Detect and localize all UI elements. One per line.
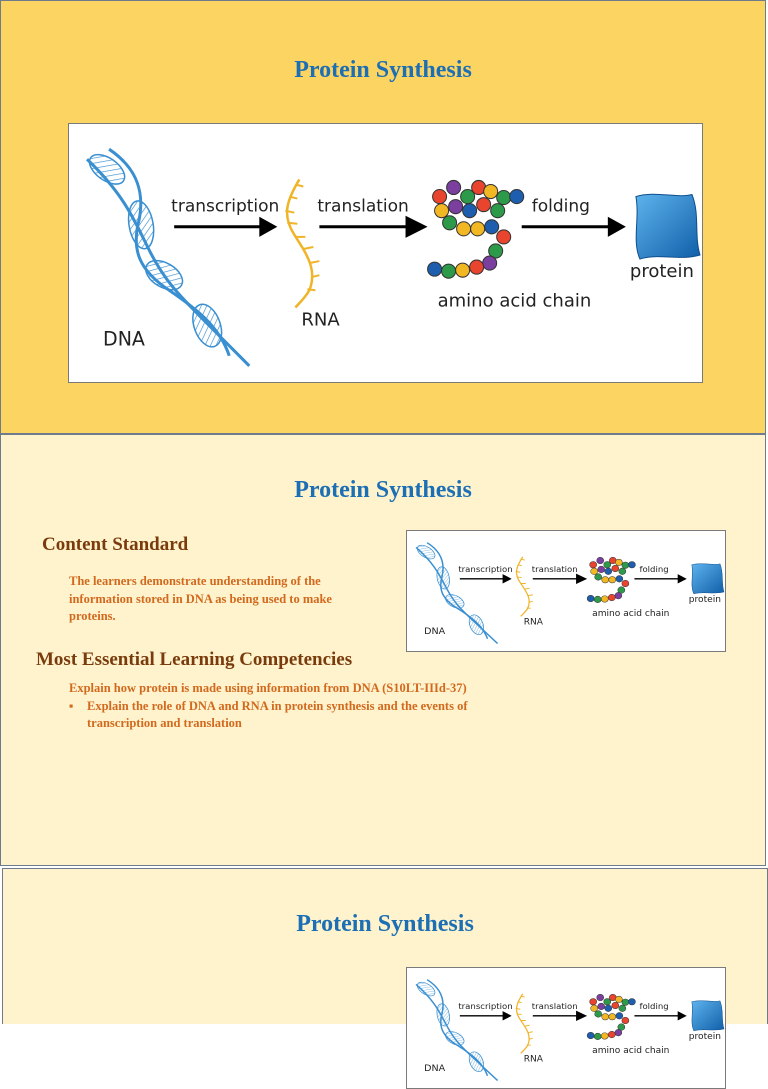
protein-synthesis-figure: DNA transcription RNA translation — [68, 123, 703, 383]
protein-label: protein — [689, 596, 721, 606]
folding-arrow-icon — [634, 574, 687, 584]
dna-label: DNA — [424, 1063, 446, 1074]
amino-acid-chain-icon — [586, 557, 636, 603]
amino-acid-chain-icon — [586, 994, 636, 1040]
amino-acid-chain-label: amino acid chain — [592, 1046, 669, 1056]
protein-label: protein — [689, 1033, 721, 1043]
protein-synthesis-diagram: DNA transcription RNA translation — [415, 542, 725, 644]
slide-title: Protein Synthesis — [296, 911, 474, 937]
melc-body: Explain how protein is made using inform… — [69, 680, 524, 733]
folding-label: folding — [639, 1001, 668, 1011]
dna-label: DNA — [424, 626, 446, 637]
slide-3: Protein Synthesis DNA transcription — [2, 868, 768, 1089]
folding-arrow-icon — [521, 216, 626, 237]
translation-arrow-icon — [532, 1010, 588, 1021]
bullet-icon: ▪ — [69, 698, 74, 713]
rna-label: RNA — [524, 618, 543, 628]
protein-blob-icon — [691, 563, 725, 595]
content-standard-heading: Content Standard — [42, 534, 189, 555]
content-standard-text: The learners demonstrate understanding o… — [69, 574, 332, 623]
translation-arrow-icon — [319, 215, 428, 238]
amino-acid-chain-label: amino acid chain — [592, 609, 669, 619]
rna-label: RNA — [301, 310, 340, 331]
transcription-label: transcription — [458, 564, 512, 574]
melc-bullet-item: ▪ Explain the role of DNA and RNA in pro… — [69, 698, 524, 733]
transcription-label: transcription — [458, 1001, 512, 1011]
protein-synthesis-diagram: DNA transcription RNA translation — [415, 979, 725, 1081]
slide-2: Protein Synthesis Content Standard The l… — [0, 434, 766, 866]
folding-arrow-icon — [634, 1011, 687, 1021]
rna-strand-icon — [285, 178, 320, 309]
dna-helix-icon — [415, 542, 499, 644]
slide-title: Protein Synthesis — [294, 57, 472, 83]
melc-bullet-text: Explain the role of DNA and RNA in prote… — [87, 698, 468, 731]
protein-label: protein — [630, 261, 694, 282]
melc-heading: Most Essential Learning Competencies — [36, 649, 353, 670]
translation-label: translation — [317, 197, 408, 217]
rna-label: RNA — [524, 1055, 543, 1065]
protein-synthesis-figure-small: DNA transcription RNA translation — [406, 530, 726, 652]
transcription-arrow-icon — [459, 574, 512, 584]
amino-acid-chain-icon — [427, 179, 525, 279]
slide-title: Protein Synthesis — [294, 477, 472, 503]
amino-acid-chain-label: amino acid chain — [438, 290, 592, 311]
transcription-arrow-icon — [174, 216, 278, 237]
transcription-arrow-icon — [459, 1011, 512, 1021]
protein-blob-icon — [635, 193, 701, 260]
translation-label: translation — [532, 564, 578, 574]
translation-label: translation — [532, 1001, 578, 1011]
translation-arrow-icon — [532, 573, 588, 584]
rna-strand-icon — [515, 556, 533, 617]
protein-synthesis-figure-small: DNA transcription RNA translation — [406, 967, 726, 1089]
dna-helix-icon — [85, 147, 251, 367]
protein-blob-icon — [691, 1000, 725, 1032]
dna-label: DNA — [103, 329, 145, 351]
transcription-label: transcription — [171, 197, 279, 217]
melc-text: Explain how protein is made using inform… — [69, 681, 467, 695]
slide-1: Protein Synthesis DNA transcription — [0, 0, 766, 434]
folding-label: folding — [639, 564, 668, 574]
folding-label: folding — [532, 197, 590, 217]
protein-synthesis-diagram: DNA transcription RNA translation — [85, 147, 701, 367]
